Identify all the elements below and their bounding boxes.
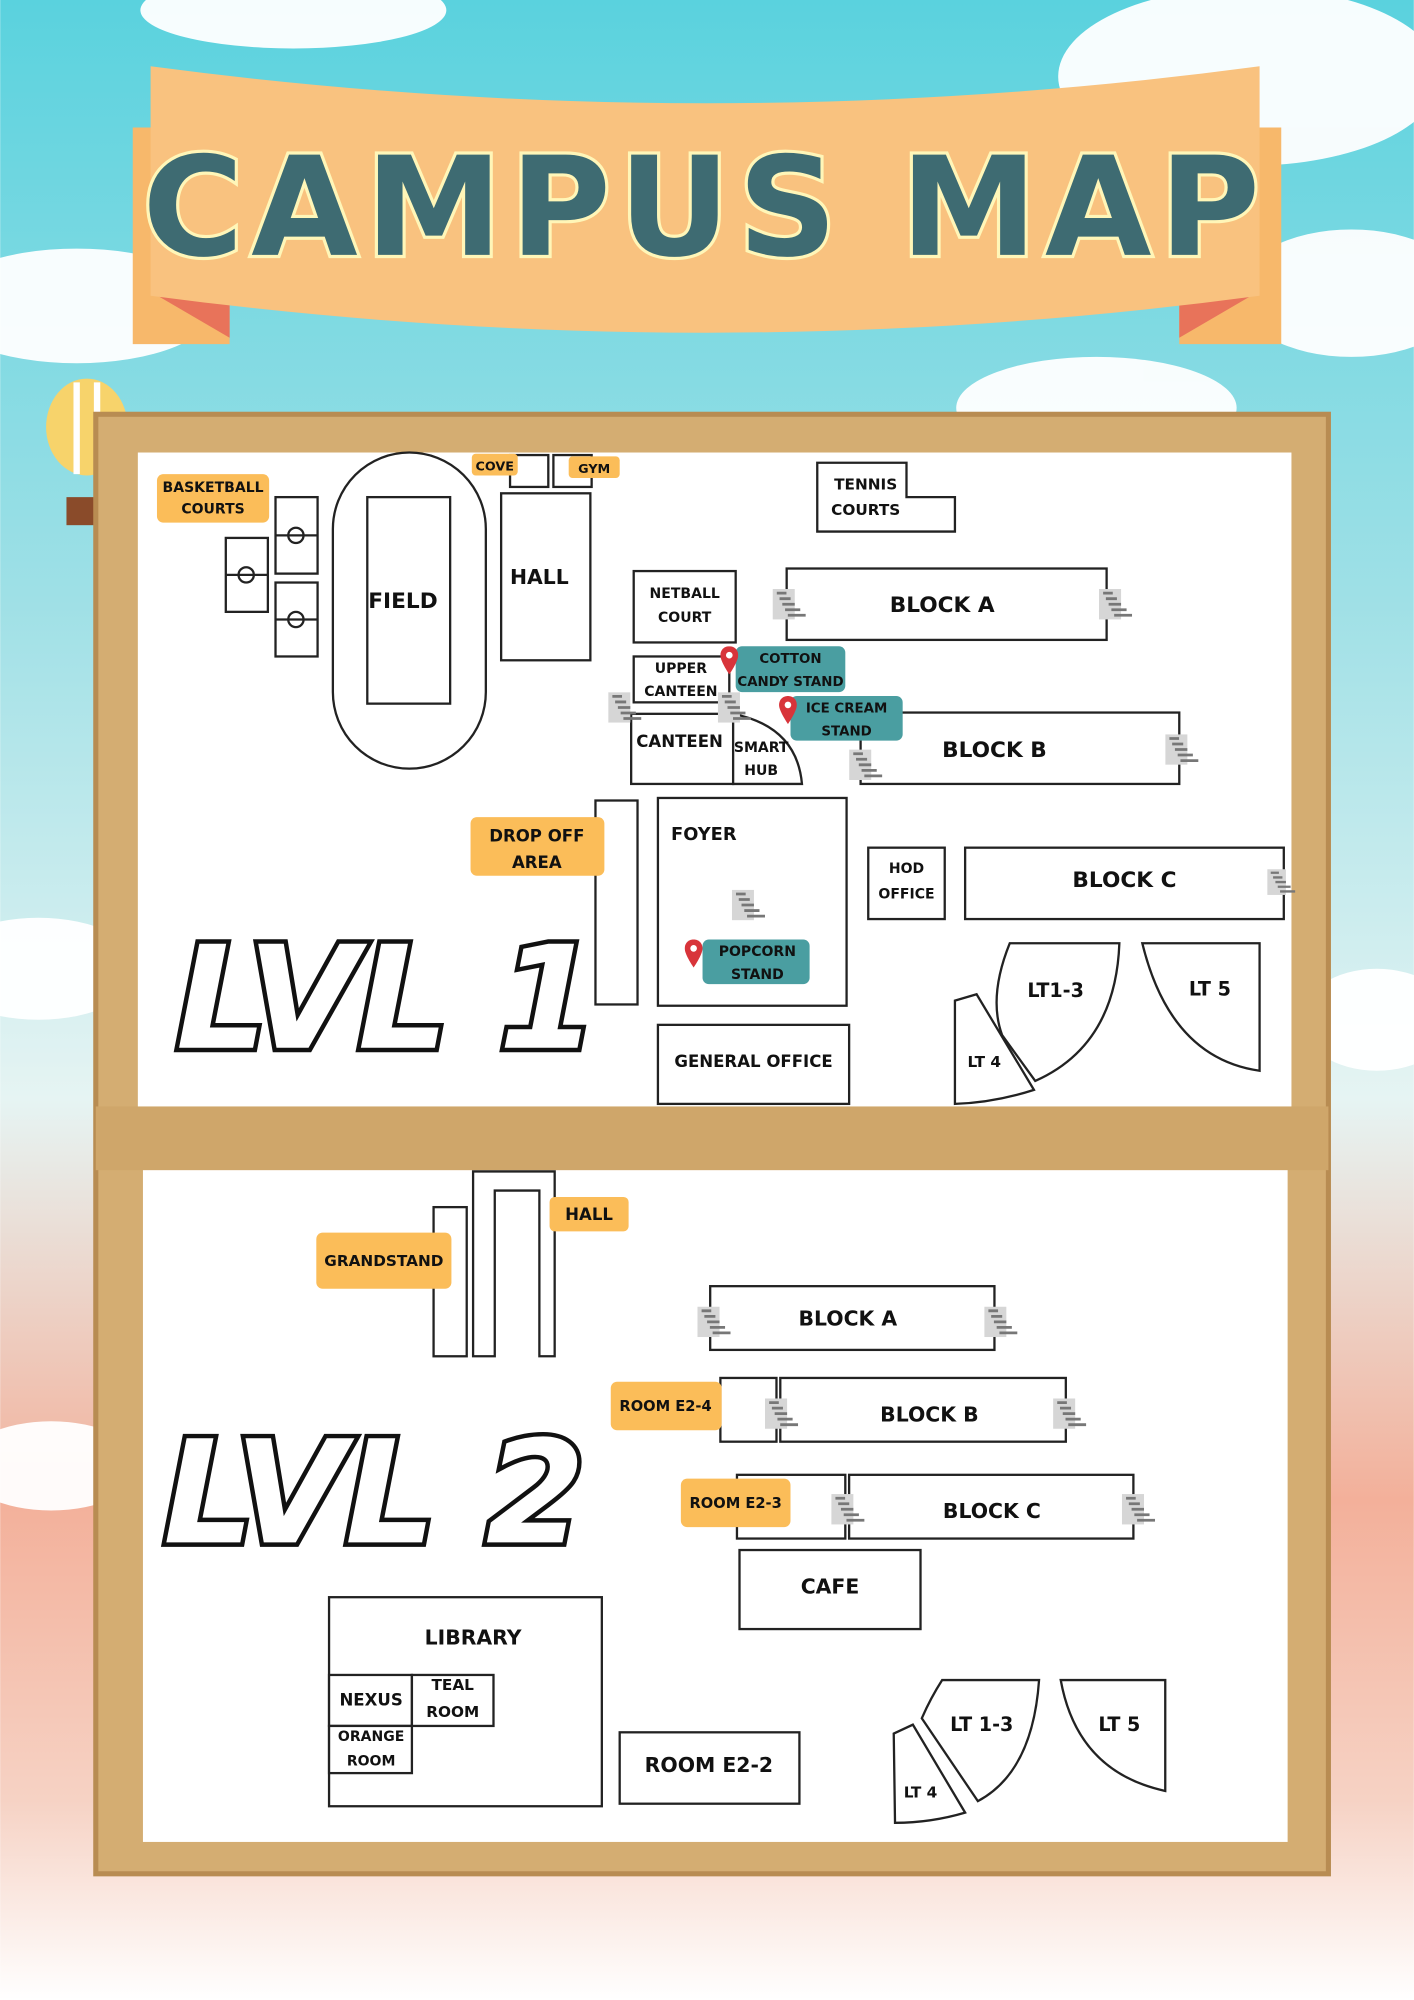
- svg-text:COVE: COVE: [476, 459, 514, 474]
- lt1-3[interactable]: LT1-3: [995, 942, 1121, 1083]
- block-a[interactable]: BLOCK A: [709, 1285, 996, 1352]
- lt4[interactable]: LT 4: [892, 1723, 967, 1824]
- nexus[interactable]: NEXUS: [327, 1673, 414, 1728]
- svg-text:ROOM E2-4: ROOM E2-4: [619, 1398, 711, 1415]
- level-2-map: GRANDSTAND HALL BLOCK A ROOM E2-4 BLOCK …: [142, 1170, 1288, 1842]
- block-c[interactable]: BLOCK C: [963, 846, 1285, 921]
- cove[interactable]: COVE: [471, 453, 550, 489]
- grandstand[interactable]: GRANDSTAND: [316, 1205, 468, 1358]
- svg-text:ROOM E2-2: ROOM E2-2: [645, 1753, 773, 1777]
- level-2-badge: LVL 2: [163, 1409, 585, 1576]
- svg-text:CAFE: CAFE: [801, 1574, 860, 1598]
- block-c[interactable]: BLOCK C: [847, 1473, 1135, 1540]
- lt5[interactable]: LT 5: [1140, 942, 1261, 1073]
- lt5[interactable]: LT 5: [1059, 1678, 1167, 1793]
- svg-text:LT1-3: LT1-3: [1027, 979, 1084, 1002]
- title-banner: CAMPUS MAP: [132, 66, 1282, 345]
- room-e2-3[interactable]: ROOM E2-3: [680, 1473, 847, 1540]
- lt1-3[interactable]: LT 1-3: [920, 1678, 1041, 1803]
- page-title: CAMPUS MAP: [143, 128, 1268, 288]
- svg-text:LT 5: LT 5: [1098, 1713, 1140, 1736]
- svg-text:HALL: HALL: [510, 565, 569, 589]
- svg-text:LT 5: LT 5: [1189, 978, 1231, 1001]
- level-1-badge: LVL 1: [176, 915, 598, 1082]
- svg-text:LT 1-3: LT 1-3: [950, 1713, 1013, 1736]
- svg-text:CANTEEN: CANTEEN: [636, 732, 723, 751]
- svg-text:BLOCK B: BLOCK B: [942, 738, 1047, 763]
- canteen[interactable]: CANTEEN: [630, 712, 735, 786]
- gym[interactable]: GYM: [552, 453, 620, 489]
- svg-text:LT 4: LT 4: [967, 1053, 1001, 1071]
- svg-text:GRANDSTAND: GRANDSTAND: [324, 1252, 443, 1270]
- svg-text:FIELD: FIELD: [368, 589, 437, 614]
- svg-text:BLOCK A: BLOCK A: [798, 1307, 897, 1331]
- svg-text:BLOCK B: BLOCK B: [880, 1402, 978, 1426]
- svg-text:BLOCK C: BLOCK C: [943, 1499, 1041, 1523]
- block-b[interactable]: BLOCK B: [779, 1376, 1067, 1443]
- svg-text:HALL: HALL: [565, 1205, 613, 1224]
- svg-text:LT 4: LT 4: [904, 1783, 938, 1801]
- hall[interactable]: HALL: [499, 492, 592, 662]
- block-a[interactable]: BLOCK A: [785, 567, 1108, 642]
- svg-text:ROOM E2-3: ROOM E2-3: [690, 1495, 782, 1512]
- general-office[interactable]: GENERAL OFFICE: [656, 1023, 851, 1106]
- cafe[interactable]: CAFE: [738, 1548, 922, 1631]
- lt4[interactable]: LT 4: [953, 992, 1036, 1106]
- svg-text:BLOCK C: BLOCK C: [1072, 868, 1176, 893]
- svg-text:GYM: GYM: [578, 462, 610, 477]
- svg-text:NEXUS: NEXUS: [339, 1691, 402, 1710]
- svg-text:GENERAL OFFICE: GENERAL OFFICE: [674, 1052, 832, 1071]
- field[interactable]: FIELD: [331, 451, 487, 770]
- block-b[interactable]: BLOCK B: [859, 711, 1181, 786]
- wood-divider: [95, 1106, 1329, 1171]
- hall[interactable]: HALL: [471, 1170, 629, 1358]
- svg-text:LIBRARY: LIBRARY: [425, 1625, 522, 1649]
- svg-text:BLOCK A: BLOCK A: [890, 593, 995, 618]
- room-e2-2[interactable]: ROOM E2-2: [618, 1731, 801, 1805]
- svg-text:FOYER: FOYER: [671, 824, 737, 845]
